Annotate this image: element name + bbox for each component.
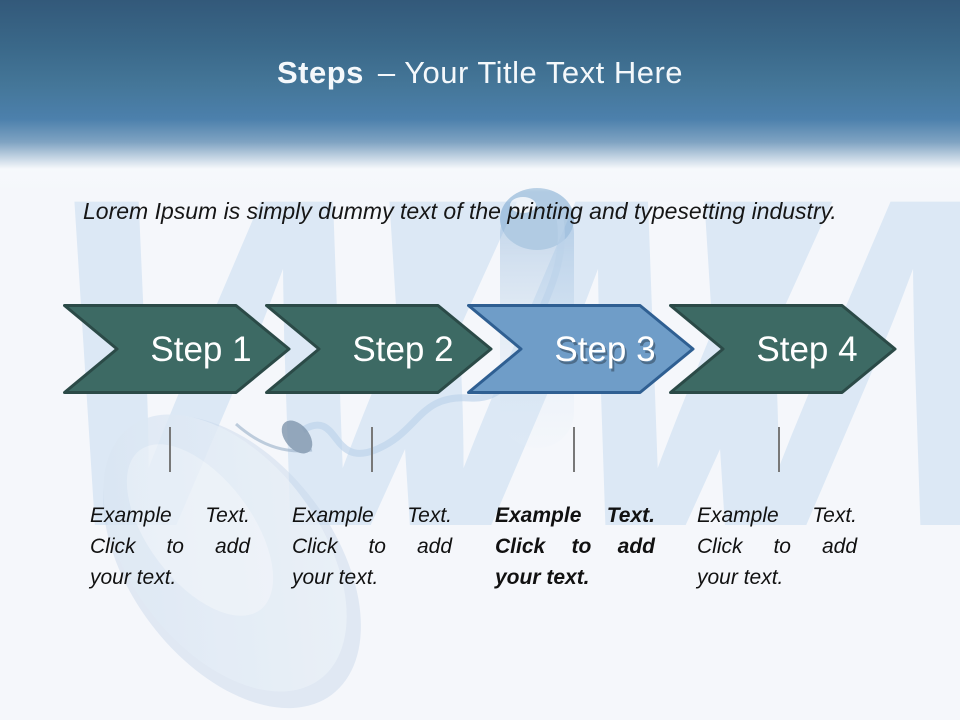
desc-line: Example Text. <box>90 504 250 527</box>
step-4-description: Example Text. Click to add your text. <box>697 500 857 593</box>
step-1-label: Step 1 <box>150 330 251 369</box>
step-3-label-shadow: Step 3 <box>556 333 657 372</box>
desc-line: your text. <box>495 566 590 589</box>
step-3-label: Step 3 <box>554 330 655 369</box>
step-4-shape <box>669 304 897 394</box>
step-1-description: Example Text. Click to add your text. <box>90 500 250 593</box>
desc-line: Example Text. <box>292 504 452 527</box>
desc-line: Click to add <box>292 535 452 558</box>
mouse-cable <box>301 217 565 457</box>
step-4-chevron: Step 4 <box>669 304 897 394</box>
desc-line: your text. <box>292 566 379 589</box>
step-3-chevron: Step 3 Step 3 <box>467 304 695 394</box>
title-rest: – Your Title Text Here <box>377 55 684 90</box>
desc-line: your text. <box>90 566 177 589</box>
connector-line-4 <box>778 427 780 472</box>
connector-line-1 <box>169 427 171 472</box>
step-2-description: Example Text. Click to add your text. <box>292 500 452 593</box>
header-band <box>0 0 960 192</box>
connector-line-3 <box>573 427 575 472</box>
mouse-graphic <box>103 414 361 709</box>
title-emphasis: Steps <box>276 55 364 90</box>
mouse-scroll-wheel <box>281 420 313 454</box>
desc-line: your text. <box>697 566 784 589</box>
step-2-shape <box>265 304 493 394</box>
step-1-shape <box>63 304 291 394</box>
step-1-chevron: Step 1 <box>63 304 291 394</box>
desc-line: Click to add <box>90 535 250 558</box>
desc-line: Click to add <box>697 535 857 558</box>
intro-text: Lorem Ipsum is simply dummy text of the … <box>83 198 837 224</box>
step-2-label: Step 2 <box>352 330 453 369</box>
step-4-label: Step 4 <box>756 330 857 369</box>
desc-line: Example Text. <box>697 504 857 527</box>
desc-line: Example Text. <box>495 504 655 527</box>
step-2-chevron: Step 2 <box>265 304 493 394</box>
slide-title: Steps – Your Title Text Here <box>0 55 960 91</box>
desc-line: Click to add <box>495 535 655 558</box>
step-3-description: Example Text. Click to add your text. <box>495 500 655 593</box>
connector-line-2 <box>371 427 373 472</box>
step-3-shape <box>467 304 695 394</box>
